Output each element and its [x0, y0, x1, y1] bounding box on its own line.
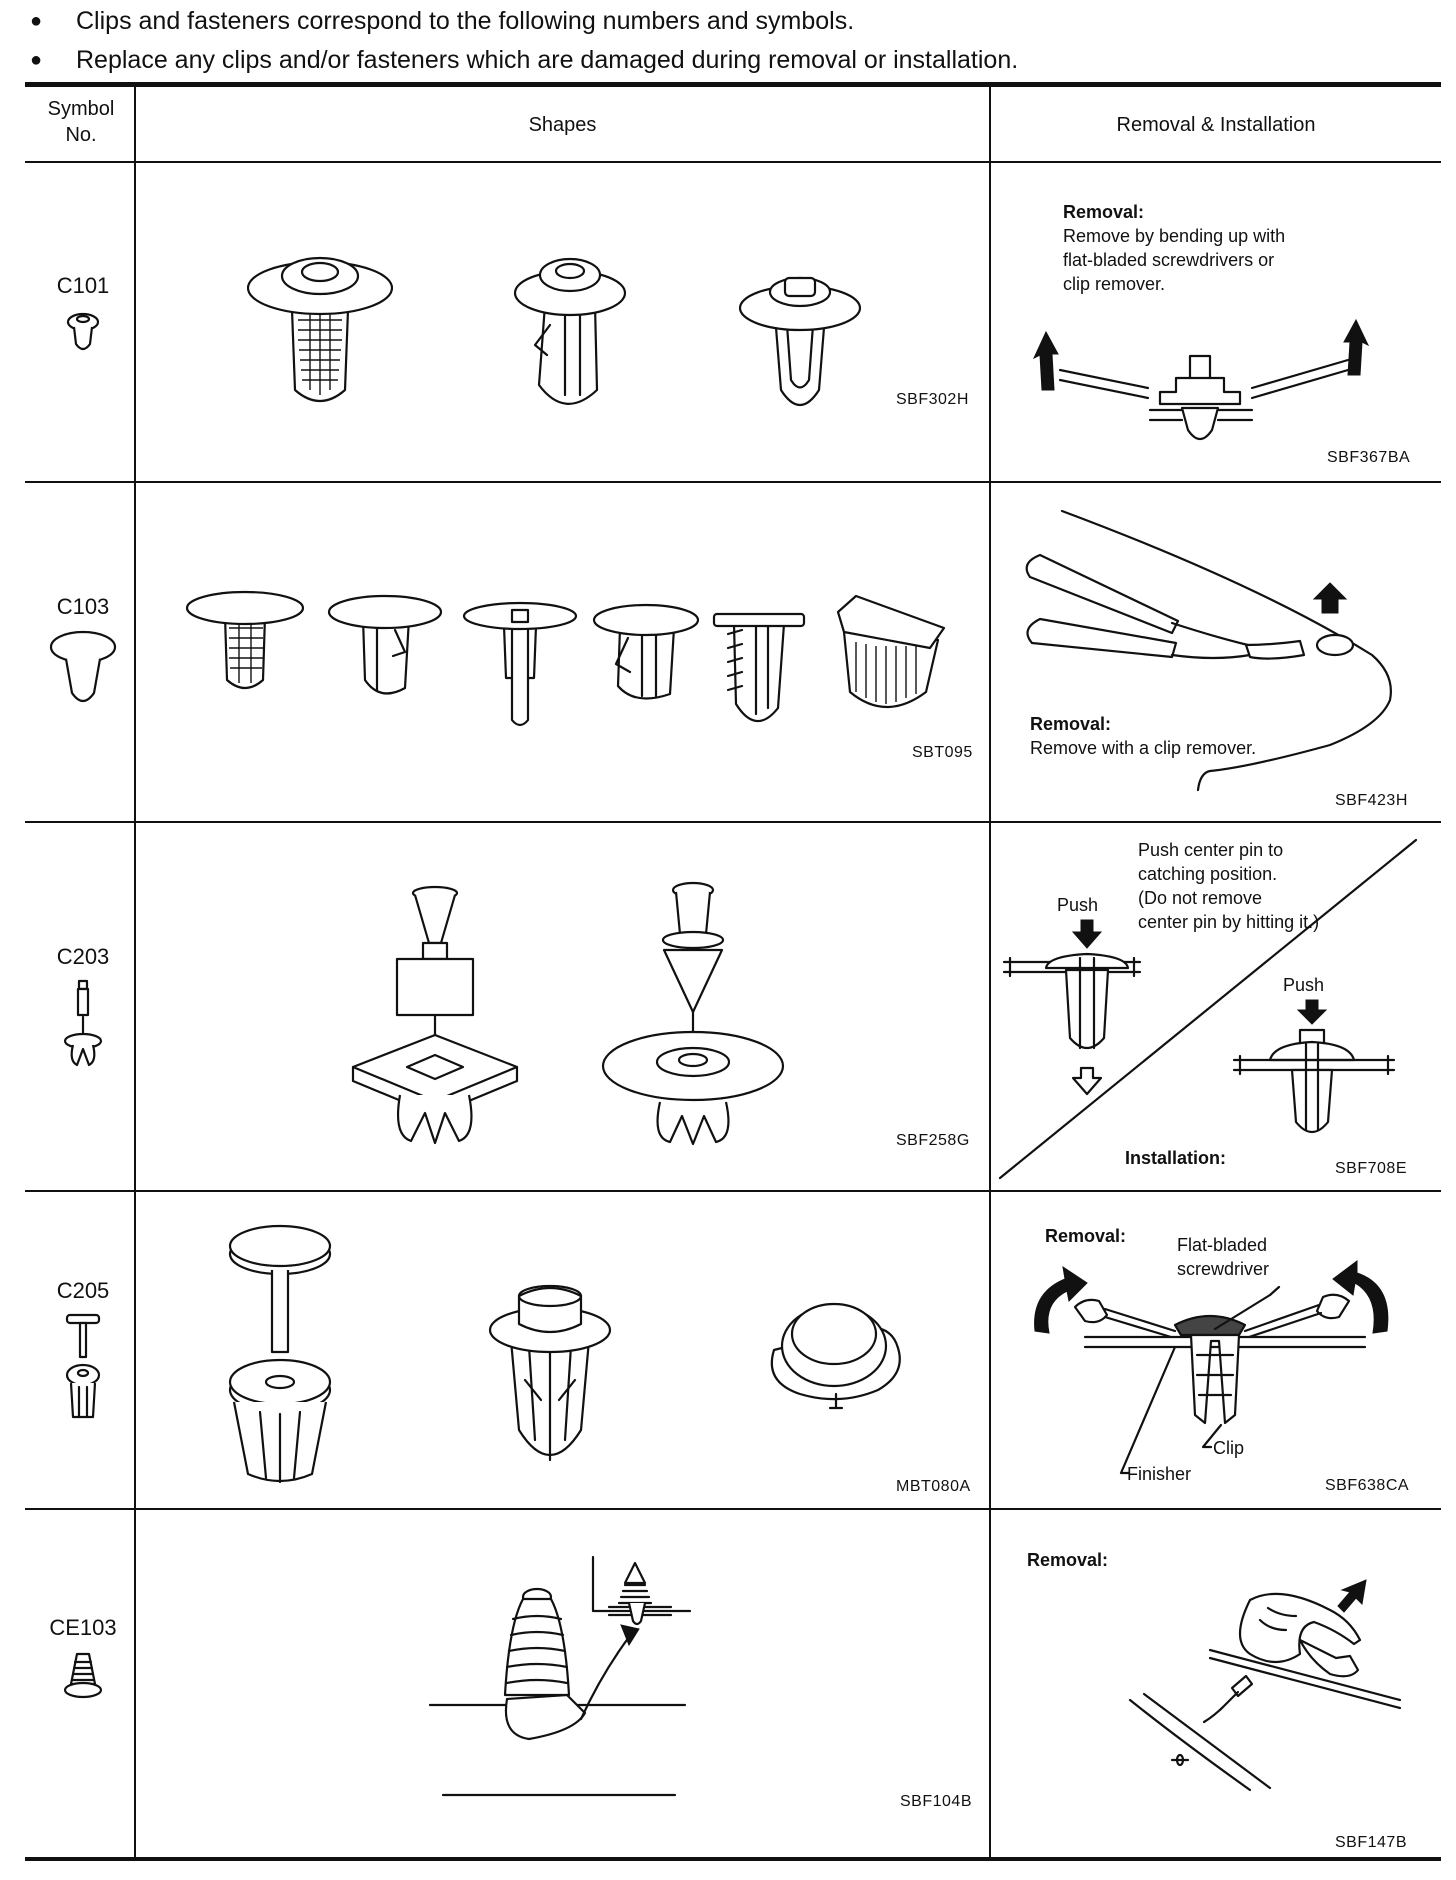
- note-line: Push center pin to: [1138, 840, 1284, 860]
- symbol-cell-c101: C101: [28, 272, 138, 356]
- installation-label: Installation:: [1125, 1148, 1227, 1168]
- symbol-number: C205: [56, 1278, 110, 1303]
- removal-text-line: flat-bladed screwdrivers or: [1063, 250, 1275, 270]
- clip-c101-shape-b-icon: [505, 245, 635, 425]
- c205-removal-diagram-icon: [1025, 1255, 1405, 1480]
- c203-push-right-diagram-icon: [1230, 998, 1400, 1148]
- figure-code: SBF104B: [900, 1793, 972, 1810]
- note-line: center pin by hitting it.): [1138, 912, 1320, 932]
- symbol-number: CE103: [49, 1615, 117, 1640]
- bullet-icon: ●: [30, 10, 43, 32]
- note-line: (Do not remove: [1138, 888, 1263, 908]
- clip-c101-symbol-icon: [65, 308, 101, 356]
- c203-install-note: Push center pin to catching position. (D…: [1138, 838, 1319, 934]
- row-divider: [25, 821, 1441, 823]
- push-label: Push: [1057, 895, 1099, 915]
- clip-c205-shape-c-icon: [760, 1290, 910, 1420]
- figure-code: SBF638CA: [1325, 1477, 1410, 1494]
- tool-label-line: Flat-bladed: [1177, 1235, 1268, 1255]
- removal-text-line: Remove with a clip remover.: [1030, 738, 1257, 758]
- clip-c103-shape-c-icon: [460, 596, 580, 731]
- c101-removal-diagram-icon: [1030, 320, 1380, 460]
- tool-label-line: screwdriver: [1177, 1259, 1270, 1279]
- figure-code: MBT080A: [896, 1478, 971, 1495]
- finisher-label: Finisher: [1127, 1464, 1192, 1484]
- symbol-cell-c103: C103: [28, 593, 138, 707]
- intro-line: ● Clips and fasteners correspond to the …: [30, 2, 1450, 41]
- symbol-cell-c205: C205: [28, 1277, 138, 1423]
- c203-diagonal-divider-icon: [998, 838, 1418, 1180]
- figure-code: SBF708E: [1335, 1160, 1407, 1177]
- intro-notes: ● Clips and fasteners correspond to the …: [30, 2, 1450, 80]
- column-divider: [134, 85, 136, 1859]
- ce103-removal-diagram-icon: [1100, 1580, 1400, 1810]
- clip-ce103-shape-icon: [425, 1555, 725, 1800]
- figure-code: SBF147B: [1335, 1834, 1407, 1851]
- removal-heading: Removal:: [1063, 202, 1145, 222]
- figure-code: SBF258G: [896, 1132, 970, 1149]
- removal-instructions: Removal: Remove by bending up with flat-…: [1063, 200, 1285, 296]
- symbol-number: C103: [56, 594, 110, 619]
- intro-text: Replace any clips and/or fasteners which…: [76, 46, 1019, 74]
- push-label: Push: [1283, 975, 1325, 995]
- note-line: catching position.: [1138, 864, 1278, 884]
- removal-heading: Removal:: [1027, 1550, 1109, 1570]
- row-divider: [25, 161, 1441, 163]
- clip-c205-symbol-icon: [61, 1313, 105, 1423]
- clip-c103-shape-d-icon: [590, 598, 705, 713]
- table-bottom-rule: [25, 1857, 1441, 1861]
- clip-c203-shape-a-icon: [345, 885, 525, 1150]
- clip-c205-shape-a-icon: [220, 1212, 340, 1492]
- tool-label: Flat-bladed screwdriver: [1177, 1233, 1269, 1281]
- clip-ce103-symbol-icon: [63, 1650, 103, 1700]
- intro-text: Clips and fasteners correspond to the fo…: [76, 7, 855, 35]
- removal-text-line: Remove by bending up with: [1063, 226, 1286, 246]
- row-divider: [25, 1508, 1441, 1510]
- figure-code: SBF423H: [1335, 792, 1408, 809]
- clip-c203-shape-b-icon: [598, 880, 788, 1150]
- symbol-number: C203: [56, 944, 110, 969]
- header-shapes: Shapes: [528, 114, 597, 136]
- clip-c103-symbol-icon: [48, 629, 118, 707]
- row-divider: [25, 481, 1441, 483]
- clip-c103-shape-a-icon: [183, 588, 308, 708]
- c103-clip-remover-diagram-icon: [1000, 505, 1420, 805]
- symbol-cell-c203: C203: [28, 943, 138, 1069]
- clip-c103-shape-e-icon: [706, 604, 816, 744]
- header-removal-installation: Removal & Installation: [1116, 114, 1316, 136]
- clip-c103-shape-b-icon: [325, 590, 450, 710]
- bullet-icon: ●: [30, 49, 43, 71]
- symbol-number: C101: [56, 273, 110, 298]
- header-symbol-no: Symbol No.: [28, 96, 134, 148]
- clip-c203-symbol-icon: [63, 979, 103, 1069]
- header-no-label: No.: [65, 124, 97, 146]
- removal-instructions: Removal: Remove with a clip remover.: [1030, 712, 1256, 760]
- figure-code: SBT095: [912, 744, 973, 761]
- column-divider: [989, 85, 991, 1859]
- figure-code: SBF367BA: [1327, 449, 1411, 466]
- clip-c103-shape-f-icon: [826, 592, 956, 722]
- removal-heading: Removal:: [1030, 714, 1112, 734]
- figure-code: SBF302H: [896, 391, 969, 408]
- c203-push-left-diagram-icon: [1000, 918, 1150, 1098]
- clip-c101-shape-c-icon: [735, 270, 865, 440]
- clip-label: Clip: [1213, 1438, 1245, 1458]
- clip-c205-shape-b-icon: [485, 1280, 615, 1480]
- removal-heading: Removal:: [1045, 1226, 1127, 1246]
- header-symbol-label: Symbol: [47, 98, 115, 120]
- clip-c101-shape-a-icon: [240, 240, 400, 420]
- table-top-rule: [25, 82, 1441, 87]
- row-divider: [25, 1190, 1441, 1192]
- intro-line: ● Replace any clips and/or fasteners whi…: [30, 41, 1450, 80]
- symbol-cell-ce103: CE103: [28, 1614, 138, 1700]
- removal-text-line: clip remover.: [1063, 274, 1166, 294]
